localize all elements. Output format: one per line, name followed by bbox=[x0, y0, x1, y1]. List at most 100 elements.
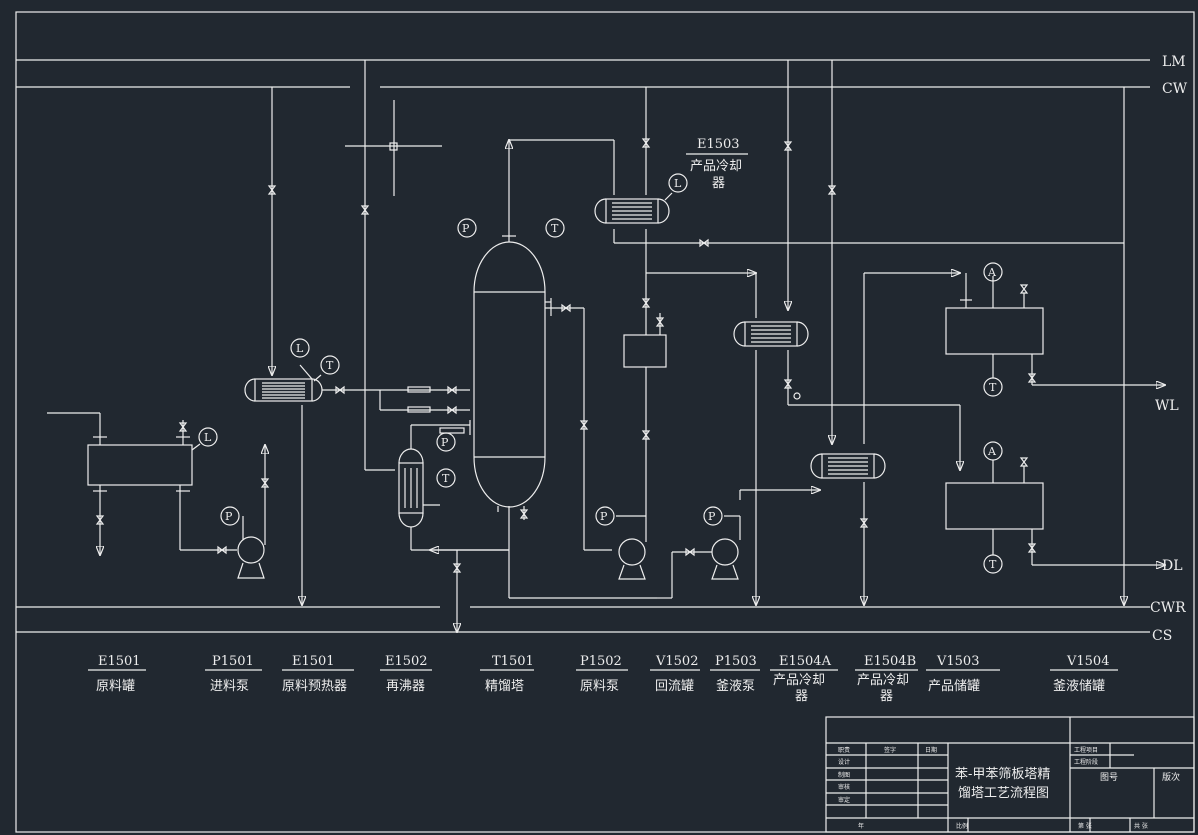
title-block bbox=[825, 716, 1195, 833]
line-label-lm: LM bbox=[1162, 54, 1186, 70]
legend-name: 精馏塔 bbox=[485, 679, 524, 694]
instrument-pi-1: P bbox=[220, 506, 240, 526]
feed-pump bbox=[237, 445, 265, 579]
legend-name: 原料泵 bbox=[580, 679, 619, 694]
instrument-ti-5: T bbox=[983, 554, 1003, 574]
svg-text:L: L bbox=[674, 177, 682, 190]
drawing-title-line-1: 苯-甲苯筛板塔精 bbox=[955, 767, 1050, 782]
tb-row-label: 审核 bbox=[838, 783, 850, 791]
line-label-cs: CS bbox=[1152, 628, 1172, 644]
legend-name: 釜液泵 bbox=[716, 679, 755, 694]
instrument-ai-1: A bbox=[983, 262, 1003, 282]
legend-name: 产品储罐 bbox=[928, 679, 980, 694]
legend-name-2: 器 bbox=[880, 689, 893, 704]
line-label-dl: DL bbox=[1162, 558, 1183, 574]
legend-name: 再沸器 bbox=[386, 679, 425, 694]
product-cooler-b bbox=[810, 60, 960, 605]
line-label-wl: WL bbox=[1155, 398, 1179, 414]
reboiler bbox=[398, 424, 509, 632]
svg-text:P: P bbox=[462, 222, 470, 235]
svg-text:T: T bbox=[989, 381, 997, 394]
bottoms-tank bbox=[945, 460, 1165, 565]
legend-tag: E1501 bbox=[292, 654, 335, 669]
e1503-name-2: 器 bbox=[712, 176, 725, 191]
svg-text:P: P bbox=[441, 436, 449, 449]
legend-name: 原料预热器 bbox=[282, 679, 347, 694]
legend-name: 产品冷却 bbox=[773, 673, 825, 688]
utility-lines bbox=[16, 59, 1150, 633]
e1503-tag: E1503 bbox=[697, 137, 740, 152]
legend-name: 原料罐 bbox=[96, 679, 135, 694]
legend-name: 产品冷却 bbox=[857, 673, 909, 688]
legend-tag: P1502 bbox=[580, 654, 622, 669]
instrument-li-2: L bbox=[290, 338, 310, 358]
steam-line bbox=[345, 60, 470, 471]
instrument-pi-4: P bbox=[595, 506, 615, 526]
legend-name: 釜液储罐 bbox=[1053, 679, 1105, 694]
tb-stage: 工程阶段 bbox=[1074, 758, 1098, 766]
tb-year: 年 bbox=[858, 822, 864, 830]
legend-tag: V1503 bbox=[936, 654, 979, 669]
tb-sign-header: 签字 bbox=[884, 746, 896, 754]
reflux-pump bbox=[616, 515, 712, 599]
tb-project: 工程项目 bbox=[1074, 746, 1098, 754]
line-label-cw: CW bbox=[1162, 81, 1188, 97]
tb-row-label: 设计 bbox=[838, 758, 850, 766]
legend-tag: P1501 bbox=[212, 654, 254, 669]
svg-text:L: L bbox=[204, 431, 212, 444]
raw-material-tank bbox=[47, 412, 237, 555]
legend-tag: P1503 bbox=[715, 654, 757, 669]
bottoms-pump bbox=[711, 490, 820, 580]
tb-date-header: 日期 bbox=[925, 746, 937, 754]
reflux-drum bbox=[623, 313, 667, 542]
line-label-cwr: CWR bbox=[1150, 600, 1186, 616]
legend-tag: E1501 bbox=[98, 654, 141, 669]
legend-name: 进料泵 bbox=[210, 679, 249, 694]
legend-tag: V1502 bbox=[655, 654, 698, 669]
feed-preheater bbox=[244, 87, 470, 605]
drawing-border bbox=[15, 11, 1195, 833]
distillation-column bbox=[469, 140, 657, 599]
legend-name-2: 器 bbox=[795, 689, 808, 704]
equipment-legend: E1501 原料罐 P1501 进料泵 E1501 原料预热器 E1502 再沸… bbox=[88, 654, 1118, 704]
tb-row-label: 审定 bbox=[838, 796, 850, 804]
instrument-ti-4: T bbox=[983, 377, 1003, 397]
instrument-ai-2: A bbox=[983, 441, 1003, 461]
tb-total: 共 张 bbox=[1134, 822, 1148, 830]
svg-text:T: T bbox=[442, 472, 450, 485]
tb-sheet: 第 张 bbox=[1078, 822, 1092, 830]
svg-text:T: T bbox=[551, 222, 559, 235]
drawing-title-line-2: 馏塔工艺流程图 bbox=[958, 786, 1049, 801]
product-tank bbox=[945, 273, 1165, 385]
instrument-ti-2: T bbox=[436, 468, 456, 488]
legend-name: 回流罐 bbox=[655, 679, 694, 694]
instrument-pi-5: P bbox=[703, 506, 723, 526]
instrument-pi-2: P bbox=[436, 432, 456, 452]
svg-text:T: T bbox=[326, 359, 334, 372]
e1503-name-1: 产品冷却 bbox=[690, 159, 742, 174]
svg-text:L: L bbox=[296, 342, 304, 355]
svg-text:P: P bbox=[225, 510, 233, 523]
svg-text:P: P bbox=[708, 510, 716, 523]
instrument-pi-3: P bbox=[457, 218, 477, 238]
legend-tag: T1501 bbox=[492, 654, 534, 669]
condenser-e1503 bbox=[594, 87, 1124, 605]
tb-edition: 版次 bbox=[1162, 771, 1180, 783]
svg-text:P: P bbox=[600, 510, 608, 523]
tb-drawing-no: 图号 bbox=[1100, 772, 1118, 783]
product-cooler-a bbox=[733, 60, 960, 605]
legend-tag: E1504B bbox=[864, 654, 916, 669]
legend-tag: E1502 bbox=[385, 654, 428, 669]
tb-row-label: 制图 bbox=[838, 771, 850, 779]
legend-tag: V1504 bbox=[1066, 654, 1109, 669]
instrument-ti-3: T bbox=[545, 218, 565, 238]
legend-tag: E1504A bbox=[779, 654, 832, 669]
tb-scale: 比例 bbox=[956, 822, 968, 830]
svg-text:A: A bbox=[987, 266, 997, 279]
instrument-li-1: L bbox=[198, 427, 218, 447]
instrument-ti-1: T bbox=[320, 355, 340, 375]
instrument-li-3: L bbox=[668, 173, 688, 193]
svg-text:T: T bbox=[989, 558, 997, 571]
tb-row-label: 职责 bbox=[838, 746, 850, 754]
